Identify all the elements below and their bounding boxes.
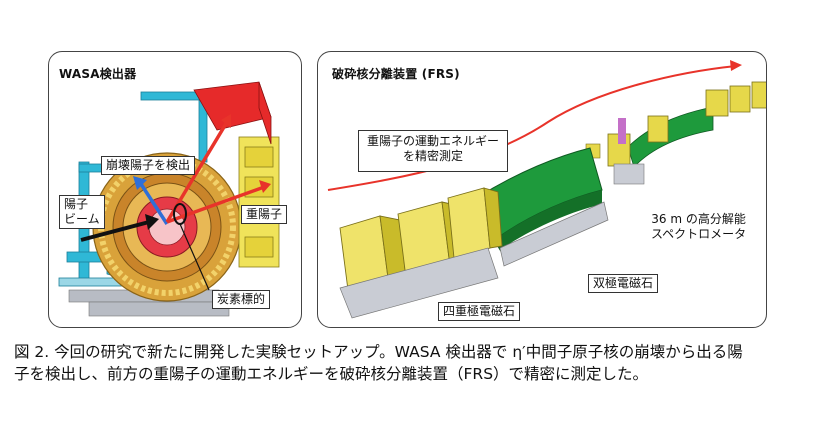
proton-beam-arrow — [80, 214, 159, 242]
wasa-panel-title: WASA検出器 — [59, 67, 137, 81]
energy-measurement-label: 重陽子の運動エネルギー を精密測定 — [358, 130, 508, 172]
decay-proton-arrow — [133, 176, 169, 225]
forward-detector-module — [238, 136, 280, 268]
dipole-magnet-label: 双極電磁石 — [588, 274, 659, 293]
carbon-target-marker — [173, 203, 210, 291]
proton-beam-label-line2: ビーム — [64, 212, 100, 226]
red-module — [193, 81, 272, 145]
frs-panel: 破砕核分離装置 (FRS) — [317, 51, 767, 328]
caption-line2: 子を検出し、前方の重陽子の運動エネルギーを破砕核分離装置（FRS）で精密に測定し… — [14, 365, 649, 383]
spectrometer-line2: スペクトロメータ — [651, 227, 747, 241]
frs-illustration — [327, 60, 766, 319]
spectrometer-line1: 36 m の高分解能 — [651, 212, 746, 226]
proton-beam-label-line1: 陽子 — [64, 197, 89, 211]
magnet-stands — [339, 201, 609, 319]
energy-measurement-line2: を精密測定 — [402, 149, 463, 163]
frs-panel-title: 破砕核分離装置 (FRS) — [332, 67, 460, 81]
far-quadrupole-magnets — [607, 81, 766, 167]
decay-proton-label: 崩壊陽子を検出 — [101, 156, 196, 175]
energy-measurement-line1: 重陽子の運動エネルギー — [366, 134, 499, 148]
caption-line1: 図 2. 今回の研究で新たに開発した実験セットアップ。WASA 検出器で η′中… — [14, 343, 743, 361]
spectrometer-label: 36 m の高分解能 スペクトロメータ — [651, 212, 746, 242]
wasa-detector-panel: WASA検出器 — [48, 51, 302, 328]
carbon-target-label: 炭素標的 — [212, 290, 271, 309]
quadrupole-magnet-label: 四重極電磁石 — [438, 302, 521, 321]
wasa-detector-illustration — [58, 81, 280, 317]
deuteron-label: 重陽子 — [241, 205, 288, 224]
front-quadrupole-magnets — [339, 187, 503, 291]
far-dipole-magnet — [627, 106, 714, 168]
trajectory-arrow — [327, 60, 742, 191]
detector-ring — [92, 152, 242, 302]
proton-beam-label: 陽子 ビーム — [59, 195, 105, 229]
figure-caption: 図 2. 今回の研究で新たに開発した実験セットアップ。WASA 検出器で η′中… — [14, 341, 806, 385]
